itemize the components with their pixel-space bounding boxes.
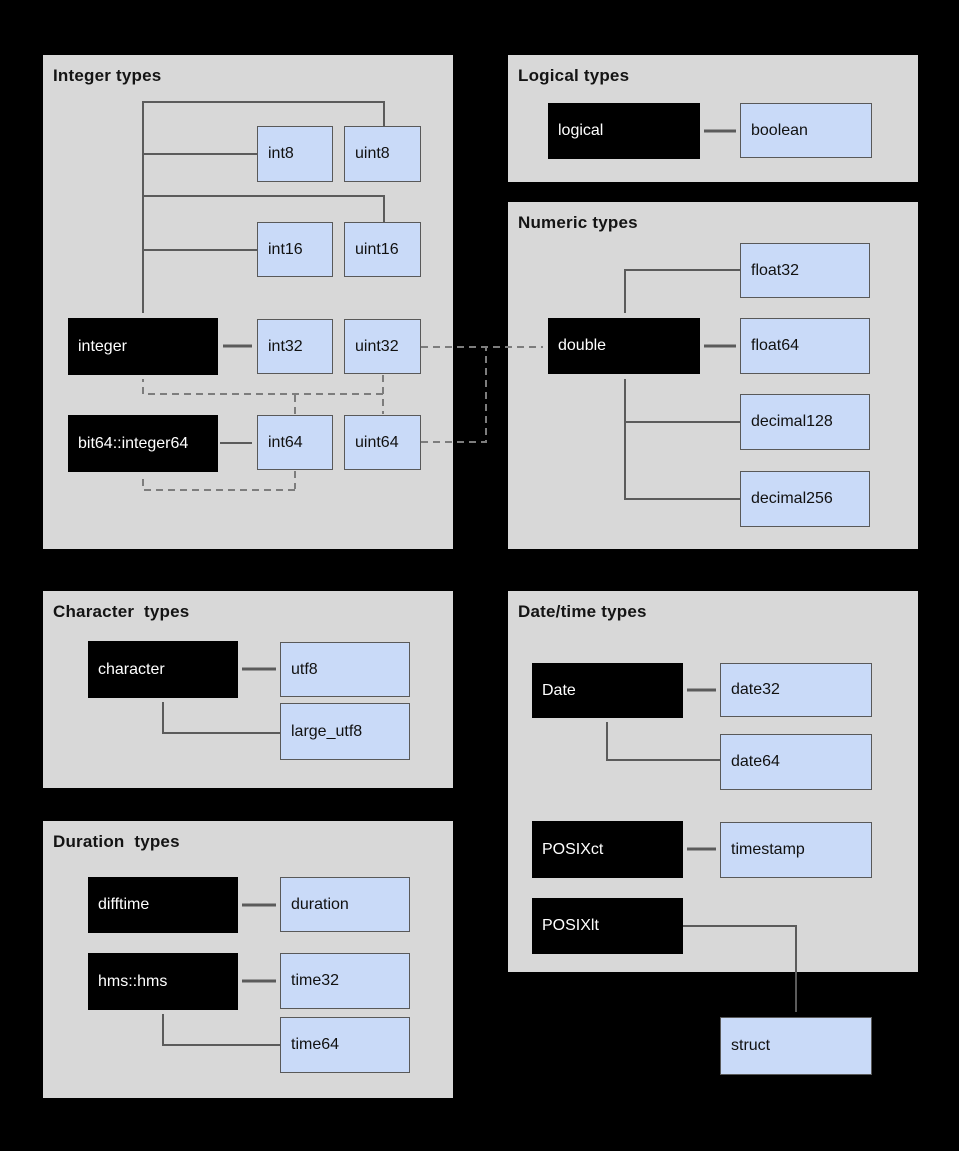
node-posixlt: POSIXlt [532, 898, 683, 954]
node-logical: logical [548, 103, 700, 159]
node-int64: int64 [257, 415, 333, 470]
node-uint64: uint64 [344, 415, 421, 470]
node-decimal256: decimal256 [740, 471, 870, 527]
node-int16: int16 [257, 222, 333, 277]
node-duration: duration [280, 877, 410, 932]
node-integer: integer [68, 318, 218, 375]
node-time64: time64 [280, 1017, 410, 1073]
node-uint8: uint8 [344, 126, 421, 182]
node-float64: float64 [740, 318, 870, 374]
node-int8: int8 [257, 126, 333, 182]
node-date32: date32 [720, 663, 872, 717]
node-uint16: uint16 [344, 222, 421, 277]
node-int32: int32 [257, 319, 333, 374]
node-double: double [548, 318, 700, 374]
node-float32: float32 [740, 243, 870, 298]
node-boolean: boolean [740, 103, 872, 158]
node-date: Date [532, 663, 683, 718]
node-utf8: utf8 [280, 642, 410, 697]
panel-title-integer: Integer types [53, 66, 162, 85]
node-time32: time32 [280, 953, 410, 1009]
node-struct: struct [720, 1017, 872, 1075]
node-posixct: POSIXct [532, 821, 683, 878]
node-large-utf8: large_utf8 [280, 703, 410, 760]
panel-title-character: Character types [53, 602, 190, 621]
node-timestamp: timestamp [720, 822, 872, 878]
node-decimal128: decimal128 [740, 394, 870, 450]
node-character: character [88, 641, 238, 698]
panel-title-numeric: Numeric types [518, 213, 638, 232]
node-date64: date64 [720, 734, 872, 790]
panel-title-datetime: Date/time types [518, 602, 647, 621]
node-hms-hms: hms::hms [88, 953, 238, 1010]
node-difftime: difftime [88, 877, 238, 933]
node-uint32: uint32 [344, 319, 421, 374]
panel-title-logical: Logical types [518, 66, 630, 85]
node-bit64-integer64: bit64::integer64 [68, 415, 218, 472]
panel-title-duration: Duration types [53, 832, 180, 851]
